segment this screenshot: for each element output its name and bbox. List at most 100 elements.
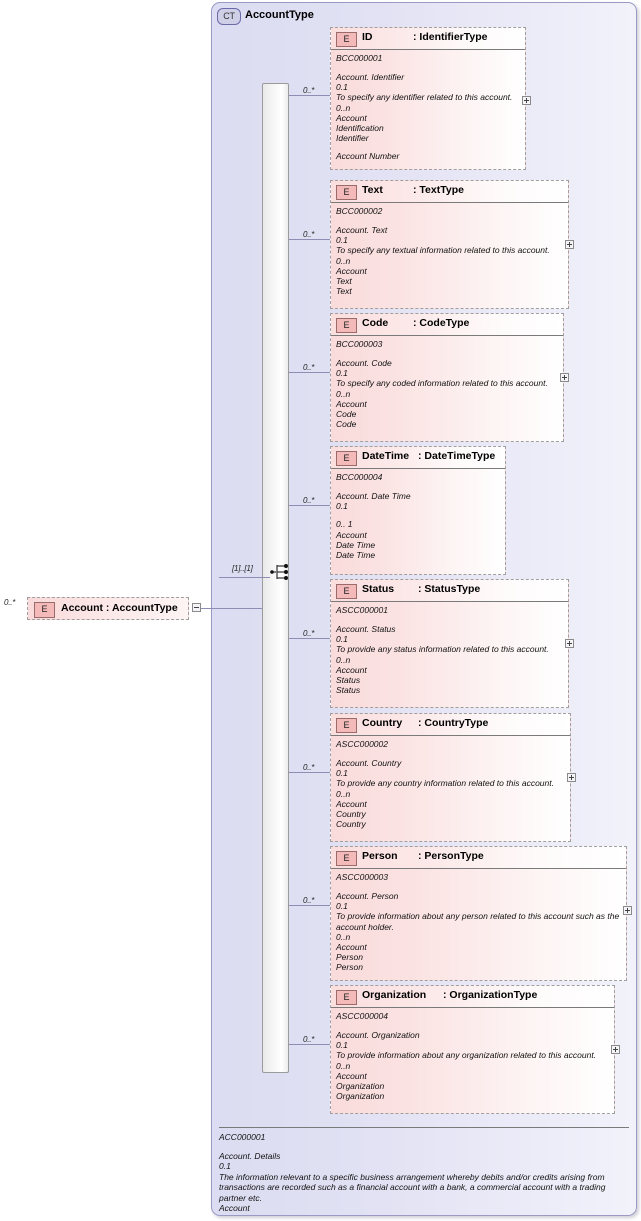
dictionary-entry: Account. Person [336,891,399,901]
representation-term: Date Time [336,550,376,561]
cardinality-datetime: 0..* [303,496,315,505]
element-box-account-root[interactable]: E Account : AccountType [27,597,189,620]
element-code-status: ASCC000001 [336,605,388,615]
object-class: Account [219,1203,250,1214]
element-header-status: E Status : StatusType [331,580,568,602]
connector-status [289,638,330,639]
definition: To provide information about any person … [336,911,620,932]
element-box-person[interactable]: E Person : PersonType ASCC000003 Account… [330,846,627,981]
cardinality-detail: 0..n [336,1060,351,1071]
dictionary-entry: Account. Text [336,225,388,235]
element-code-organization: ASCC000004 [336,1011,388,1021]
element-box-id[interactable]: E ID : IdentifierType BCC000001 Account.… [330,27,526,170]
compositor-cardinality: [1]..[1] [232,564,253,573]
cardinality-status: 0..* [303,629,315,638]
element-code-text: BCC000002 [336,206,383,216]
expand-plus-icon-status[interactable] [565,639,574,648]
cardinality-text: 0..* [303,230,315,239]
element-meta-country: Account. Country 0.1 To provide any coun… [336,758,565,829]
element-type-datetime: : DateTimeType [418,450,496,462]
expand-plus-icon-id[interactable] [522,96,531,105]
element-body-datetime: BCC000004 Account. Date Time 0.1 0.. 1 A… [331,469,505,564]
element-name-organization: Organization [362,989,427,1001]
element-tag-icon: E [336,32,357,47]
representation-term: Text [336,286,352,297]
connector-country [289,772,330,773]
property-term: Status [336,675,361,686]
element-name-text: Text [362,184,383,196]
expand-plus-icon-country[interactable] [567,773,576,782]
element-code-code: BCC000003 [336,339,383,349]
element-meta-id: Account. Identifier 0.1 To specify any i… [336,72,520,162]
element-name-datetime: DateTime [362,450,410,462]
representation-term: Country [336,819,366,830]
element-box-code[interactable]: E Code : CodeType BCC000003 Account. Cod… [330,313,564,442]
element-name-country: Country [362,717,403,729]
expand-plus-icon-text[interactable] [565,240,574,249]
connector-id [289,95,330,96]
element-box-organization[interactable]: E Organization : OrganizationType ASCC00… [330,985,615,1114]
dictionary-entry: Account. Date Time [336,491,411,501]
element-type-country: : CountryType [418,717,489,729]
property-term: Code [336,409,357,420]
element-tag-icon: E [336,451,357,466]
object-class: Account [336,529,367,540]
element-tag-icon: E [336,584,357,599]
element-code-country: ASCC000002 [336,739,388,749]
object-class: Account [336,112,367,123]
cardinality-detail: 0..n [336,388,351,399]
occurrence: 0.1 [336,768,348,779]
expand-plus-icon-code[interactable] [560,373,569,382]
definition: To provide information about any organiz… [336,1050,597,1061]
element-box-status[interactable]: E Status : StatusType ASCC000001 Account… [330,579,569,708]
dictionary-entry: Account. Identifier [336,72,405,82]
element-meta-status: Account. Status 0.1 To provide any statu… [336,624,563,695]
element-tag-icon: E [336,851,357,866]
connector-organization [289,1044,330,1045]
definition: To specify any coded information related… [336,378,548,389]
element-code-person: ASCC000003 [336,872,388,882]
definition: To specify any textual information relat… [336,245,550,256]
element-type-text: : TextType [413,184,464,196]
element-meta-datetime: Account. Date Time 0.1 0.. 1 Account Dat… [336,491,500,560]
element-header-code: E Code : CodeType [331,314,563,336]
element-tag-icon: E [336,318,357,333]
dictionary-entry: Account. Organization [336,1030,420,1040]
element-box-datetime[interactable]: E DateTime : DateTimeType BCC000004 Acco… [330,446,506,575]
element-code-id: BCC000001 [336,53,383,63]
annotation-meta: Account. Details 0.1 The information rel… [219,1151,629,1213]
spacer [336,511,500,519]
cardinality-detail: 0..n [336,102,351,113]
element-meta-organization: Account. Organization 0.1 To provide inf… [336,1030,609,1101]
sequence-icon[interactable] [270,563,292,581]
expand-plus-icon-organization[interactable] [611,1045,620,1054]
property-term: Country [336,809,366,820]
element-header-person: E Person : PersonType [331,847,626,869]
object-class: Account [336,398,367,409]
element-type-organization: : OrganizationType [443,989,538,1001]
element-box-text[interactable]: E Text : TextType BCC000002 Account. Tex… [330,180,569,309]
element-header-country: E Country : CountryType [331,714,570,736]
alternate-term: Account Number [336,151,400,162]
spacer [336,143,520,151]
complex-type-title: AccountType [245,9,314,21]
element-name-status: Status [362,583,395,595]
element-body-status: ASCC000001 Account. Status 0.1 To provid… [331,602,568,699]
element-body-id: BCC000001 Account. Identifier 0.1 To spe… [331,50,525,166]
expand-plus-icon-person[interactable] [623,906,632,915]
element-header-organization: E Organization : OrganizationType [331,986,614,1008]
definition: To provide any country information relat… [336,778,554,789]
dictionary-entry: Account. Status [336,624,396,634]
element-tag-icon: E [336,185,357,200]
property-term: Date Time [336,539,376,550]
element-box-country[interactable]: E Country : CountryType ASCC000002 Accou… [330,713,571,842]
definition: The information relevant to a specific b… [219,1171,606,1203]
property-term: Person [336,952,363,963]
element-tag-icon: E [336,990,357,1005]
cardinality-detail: 0..n [336,931,351,942]
occurrence: 0.1 [336,235,348,246]
connector-compositor [219,577,270,578]
collapse-minus-icon[interactable] [192,603,201,612]
complex-type-tag-icon: CT [217,8,241,25]
property-term: Text [336,276,352,287]
